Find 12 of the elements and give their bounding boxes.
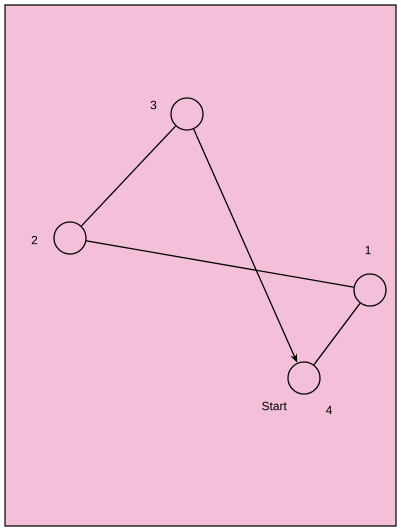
connector-line — [86, 240, 354, 288]
node-number: 3 — [150, 100, 156, 110]
node-number: 2 — [32, 236, 38, 244]
circle — [53, 221, 87, 255]
connector-line — [80, 126, 176, 226]
node-number: 1 — [366, 246, 371, 254]
start-label: Start — [262, 402, 287, 410]
circle — [353, 273, 387, 307]
connector-line — [313, 302, 361, 366]
node-number: 4 — [326, 406, 332, 414]
circle — [287, 361, 321, 395]
circle — [170, 97, 204, 131]
